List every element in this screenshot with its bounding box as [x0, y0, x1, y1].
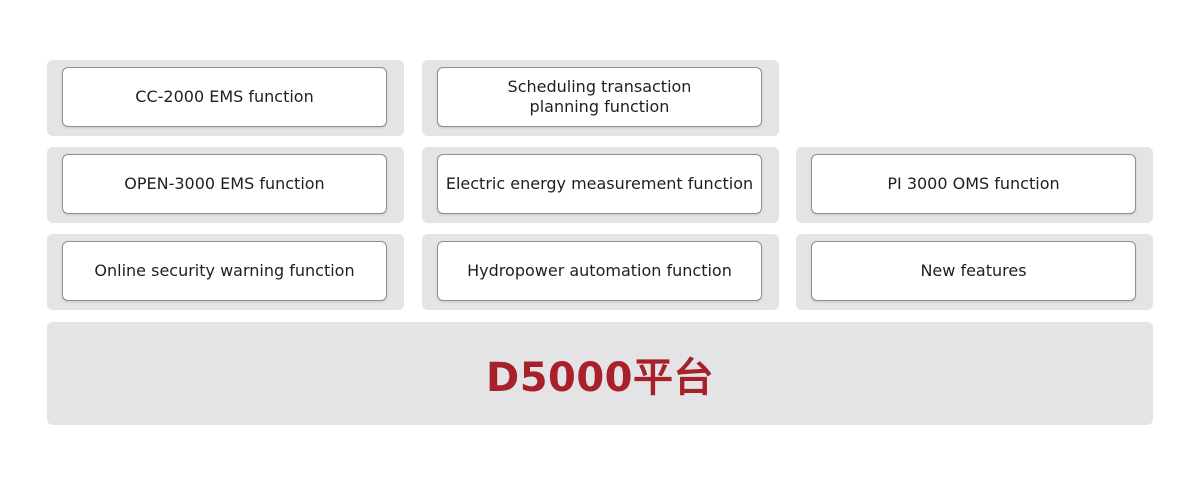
module-card-open3000-ems: OPEN-3000 EMS function — [62, 154, 387, 214]
module-tile-hydropower: Hydropower automation function — [422, 234, 779, 310]
module-tile-new-features: New features — [796, 234, 1153, 310]
module-tile-pi3000: PI 3000 OMS function — [796, 147, 1153, 223]
module-card-pi3000-oms: PI 3000 OMS function — [811, 154, 1136, 214]
module-tile-open3000: OPEN-3000 EMS function — [47, 147, 404, 223]
module-card-online-security-warning: Online security warning function — [62, 241, 387, 301]
platform-base: D5000平台 — [47, 322, 1153, 425]
platform-label: D5000平台 — [485, 354, 715, 401]
module-card-hydropower-automation: Hydropower automation function — [437, 241, 762, 301]
module-tile-cc2000: CC-2000 EMS function — [47, 60, 404, 136]
module-card-new-features: New features — [811, 241, 1136, 301]
module-tile-security-warning: Online security warning function — [47, 234, 404, 310]
module-card-cc2000-ems: CC-2000 EMS function — [62, 67, 387, 127]
module-tile-scheduling: Scheduling transaction planning function — [422, 60, 779, 136]
module-card-scheduling-transaction: Scheduling transaction planning function — [437, 67, 762, 127]
module-tile-energy-measurement: Electric energy measurement function — [422, 147, 779, 223]
module-card-electric-energy-measurement: Electric energy measurement function — [437, 154, 762, 214]
